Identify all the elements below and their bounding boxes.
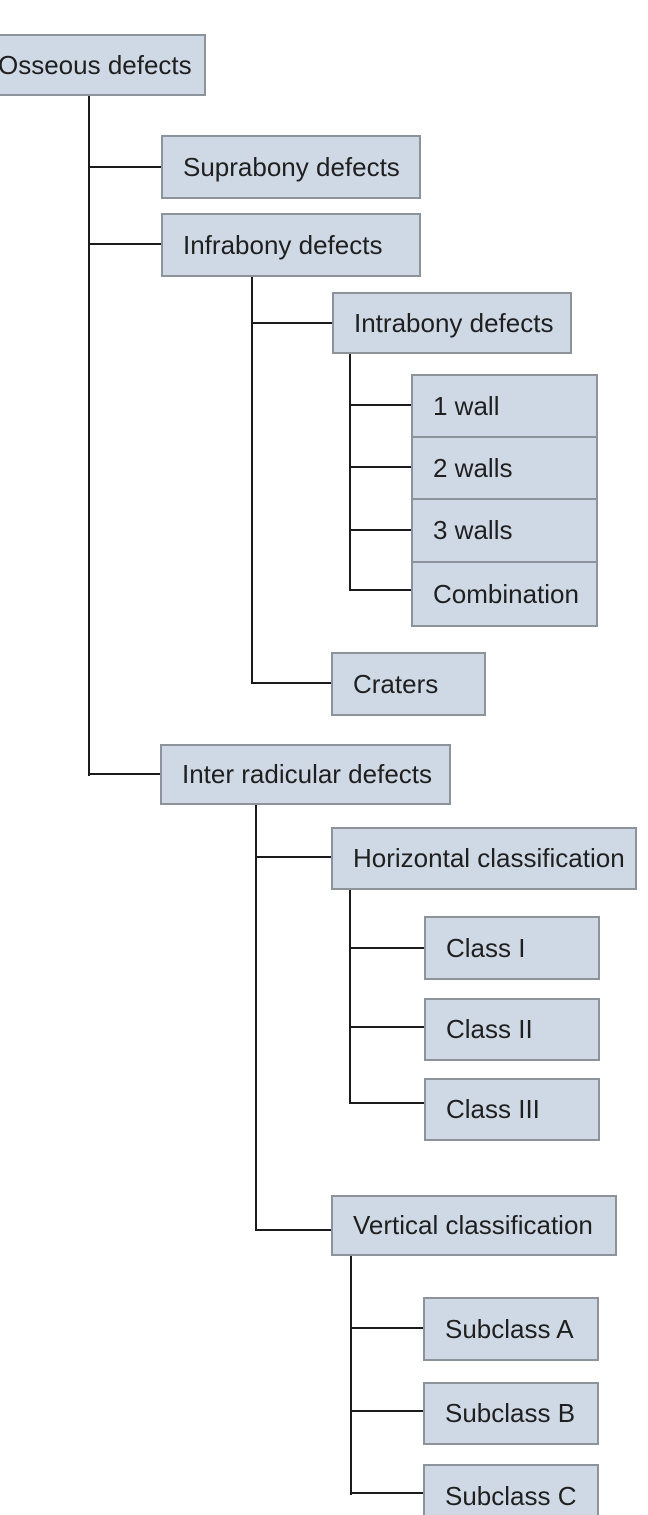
node-class-ii: Class II: [424, 998, 600, 1061]
connector-stub-inter-radicular: [88, 773, 161, 775]
node-label-class-iii: Class III: [446, 1094, 540, 1125]
node-three-walls: 3 walls: [411, 498, 598, 563]
connector-stub-three-walls: [349, 529, 412, 531]
connector-stub-class-i: [349, 947, 425, 949]
connector-stub-vertical-cls: [255, 1229, 332, 1231]
connector-stub-two-walls: [349, 466, 412, 468]
connector-stub-combination: [349, 589, 412, 591]
node-osseous-defects: Osseous defects: [0, 34, 206, 96]
node-label-one-wall: 1 wall: [433, 390, 500, 421]
node-label-two-walls: 2 walls: [433, 452, 513, 483]
node-label-subclass-a: Subclass A: [445, 1313, 574, 1344]
node-combination: Combination: [411, 561, 598, 627]
connector-stub-subclass-c: [350, 1492, 424, 1494]
node-class-i: Class I: [424, 916, 600, 980]
node-one-wall: 1 wall: [411, 374, 598, 438]
node-label-craters: Craters: [353, 668, 439, 699]
connector-stub-subclass-a: [350, 1327, 424, 1329]
connector-stub-subclass-b: [350, 1410, 424, 1412]
node-vertical-classification: Vertical classification: [331, 1195, 617, 1256]
node-infrabony-defects: Infrabony defects: [161, 213, 421, 277]
node-intrabony-defects: Intrabony defects: [332, 292, 572, 354]
node-subclass-a: Subclass A: [423, 1297, 599, 1361]
node-subclass-c: Subclass C: [423, 1464, 599, 1515]
connector-stub-intrabony: [251, 322, 333, 324]
node-label-subclass-c: Subclass C: [445, 1480, 577, 1511]
connector-trunk-horizontal-cls: [349, 890, 351, 1104]
node-suprabony-defects: Suprabony defects: [161, 135, 421, 199]
connector-stub-craters: [251, 682, 332, 684]
node-label-infrabony-defects: Infrabony defects: [183, 229, 383, 260]
connector-trunk-osseous: [88, 96, 90, 776]
connector-stub-suprabony: [88, 166, 162, 168]
connector-trunk-infrabony: [251, 277, 253, 684]
node-label-suprabony-defects: Suprabony defects: [183, 151, 400, 182]
node-craters: Craters: [331, 652, 486, 716]
connector-stub-class-iii: [349, 1102, 425, 1104]
connector-trunk-inter-radicular: [255, 805, 257, 1231]
node-label-three-walls: 3 walls: [433, 515, 513, 546]
node-label-subclass-b: Subclass B: [445, 1398, 576, 1429]
node-label-combination: Combination: [433, 578, 579, 609]
node-label-osseous-defects: Osseous defects: [0, 49, 192, 80]
node-label-inter-radicular-defects: Inter radicular defects: [182, 759, 433, 790]
connector-stub-horizontal-cls: [255, 856, 332, 858]
connector-trunk-vertical-cls: [350, 1256, 352, 1495]
node-subclass-b: Subclass B: [423, 1382, 599, 1445]
node-class-iii: Class III: [424, 1078, 600, 1141]
node-label-class-ii: Class II: [446, 1014, 533, 1045]
node-label-horizontal-classification: Horizontal classification: [353, 843, 625, 874]
connector-stub-infrabony: [88, 243, 162, 245]
node-label-vertical-classification: Vertical classification: [353, 1210, 593, 1241]
node-label-class-i: Class I: [446, 932, 526, 963]
node-horizontal-classification: Horizontal classification: [331, 827, 637, 890]
connector-trunk-intrabony: [349, 354, 351, 591]
connector-stub-class-ii: [349, 1026, 425, 1028]
node-inter-radicular-defects: Inter radicular defects: [160, 744, 451, 805]
connector-stub-one-wall: [349, 404, 412, 406]
node-two-walls: 2 walls: [411, 436, 598, 500]
node-label-intrabony-defects: Intrabony defects: [354, 307, 554, 338]
